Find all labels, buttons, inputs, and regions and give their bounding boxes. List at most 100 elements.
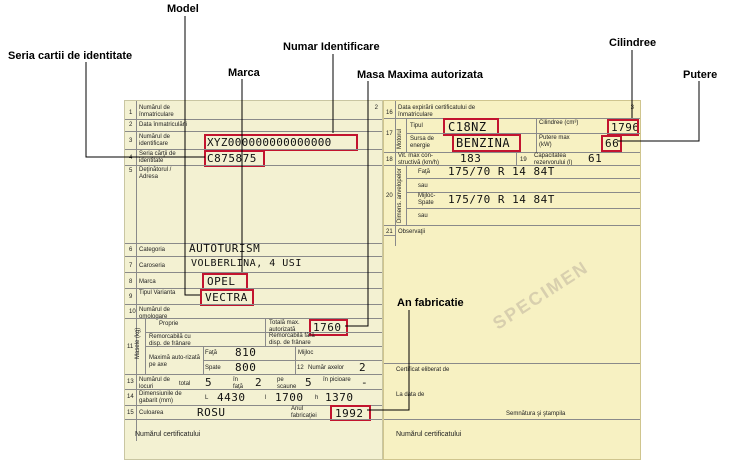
gabarit-label: Dimensiunile de gabarit (mm) (139, 391, 182, 404)
putere-label: Putere max (kW) (539, 135, 570, 148)
putere-highlight (601, 135, 622, 152)
numar-certificat-label: Numărul certificatului (135, 431, 201, 438)
anvelope-fata-label: Faţă (418, 169, 431, 175)
row-number: 21 (386, 229, 393, 235)
capacitate-rezervor-value: 61 (588, 152, 603, 165)
capacitate-rezervor-label: Capacitatea rezervorului (l) (534, 153, 573, 166)
row-number: 20 (386, 193, 393, 199)
an-fabricatie-highlight (330, 405, 371, 421)
putere-value: 66 (605, 137, 620, 150)
field-label-data-inmatricularii: Data înmatriculării (139, 122, 188, 128)
anvelope-group-label: Dimens. anvelopelor (397, 168, 403, 223)
row-number: 8 (129, 279, 133, 285)
cilindree-label: Cilindree (cm³) (539, 120, 579, 126)
culoare-label: Culoarea (139, 410, 164, 416)
row-number: 6 (129, 247, 133, 253)
row-number: 5 (129, 168, 133, 174)
field-label-marca: Marca (139, 279, 156, 285)
gabarit-h-value: 1370 (325, 391, 354, 404)
row-number: 11 (127, 344, 134, 350)
row-number: 4 (129, 155, 133, 161)
nr-axelor-value: 2 (359, 361, 367, 374)
seria-carte-value: C875875 (207, 152, 257, 165)
masele-group-label: Masele (kg) (135, 327, 141, 359)
locuri-label: Numărul de locuri (139, 377, 171, 390)
row-number: 2 (129, 122, 133, 128)
callout-cilindree: Cilindree (609, 37, 657, 49)
field-label-caroseria: Caroseria (139, 263, 166, 269)
row-number: 16 (386, 110, 393, 116)
page-number: 2 (374, 105, 378, 111)
locuri-in-fata-value: 2 (255, 376, 263, 389)
tipul-highlight (200, 289, 254, 306)
masa-totala-value: 1760 (313, 321, 342, 334)
field-label-detinator: Deţinătorul / Adresa (139, 167, 172, 180)
masa-proprie-label: Proprie (159, 321, 179, 327)
gabarit-i-value: 1700 (275, 391, 304, 404)
marca-value: OPEL (207, 275, 236, 288)
semnatura-label: Semnătura şi ştampila (506, 411, 566, 417)
an-fabricatie-value: 1992 (335, 407, 364, 420)
page-number: 3 (630, 105, 634, 111)
registration-card-right-page: 3 16 Data expirării certificatului de în… (383, 100, 641, 460)
sursa-energie-highlight (452, 134, 521, 152)
callout-masa: Masa Maxima autorizata (357, 69, 483, 81)
masa-remorcabila-cu-label: Remorcabilă cu disp. de frânare (149, 334, 191, 347)
anvelope-mijloc-spate-label: Mijloc-Spate (418, 193, 436, 206)
row-number: 3 (129, 138, 133, 144)
callout-marca: Marca (228, 67, 260, 79)
row-number: 7 (129, 263, 133, 269)
masa-spate-label: Spate (205, 365, 221, 371)
anvelope-sau-label: sau (418, 183, 428, 189)
locuri-in-picioare-label: în picioare (323, 377, 351, 383)
motorul-group-label: Motorul (397, 128, 403, 149)
masa-totala-highlight (309, 319, 348, 336)
masa-fata-label: Faţă (205, 350, 218, 356)
field-label-seria-cartii: Seria cărţii de identitate (139, 151, 176, 164)
anvelope-fata-value: 175/70 R 14 84T (448, 165, 555, 178)
la-data-label: La data de (396, 392, 425, 398)
observatii-label: Observaţii (398, 229, 426, 235)
gabarit-l-value: 4430 (217, 391, 246, 404)
culoare-value: ROSU (197, 406, 226, 419)
motor-tipul-value: C18NZ (448, 120, 487, 134)
an-fabricatie-label: Anul fabricaţiei (291, 406, 317, 419)
callout-numar-identificare: Numar Identificare (283, 41, 380, 53)
nr-axelor-label: Număr axelor (308, 365, 345, 371)
anvelope-sau-label-2: sau (418, 213, 428, 219)
registration-card-left-page: 2 1 Numărul de înmatriculare 2 Data înma… (124, 100, 383, 460)
locuri-total-value: 5 (205, 376, 213, 389)
row-number: 19 (520, 157, 527, 163)
field-label-categoria: Categoria (139, 247, 166, 253)
locuri-pe-scaune-label: pe scaune (277, 377, 297, 390)
locuri-in-fata-label: în faţă (233, 377, 244, 390)
viteza-max-value: 183 (460, 152, 482, 165)
masa-spate-value: 800 (235, 361, 257, 374)
viteza-max-label: Vit. max con-structivă (km/h) (398, 153, 440, 166)
gabarit-i-label: l (265, 395, 267, 401)
gabarit-l-label: L (205, 395, 209, 401)
callout-model: Model (167, 3, 199, 15)
callout-putere: Putere (683, 69, 718, 81)
row-number: 10 (129, 309, 136, 315)
row-number: 14 (127, 394, 134, 400)
field-label-omologare: Numărul de omologare (139, 307, 171, 320)
field-label-nr-identificare: Numărul de identificare (139, 134, 171, 147)
row-number: 9 (129, 294, 133, 300)
row-number: 13 (127, 379, 134, 385)
sursa-energie-value: BENZINA (456, 136, 511, 150)
categoria-value: AUTOTURISM (189, 242, 261, 255)
callout-an-fabricatie: An fabricatie (397, 297, 464, 309)
masa-totala-label: Totală max. autorizată (269, 320, 300, 333)
specimen-watermark: SPECIMEN (489, 256, 593, 334)
callout-seria: Seria cartii de identitate (8, 50, 133, 62)
masa-remorcabila-fara-label: Remorcabilă fără disp. de frânare (269, 333, 315, 346)
tipul-value: VECTRA (205, 291, 248, 304)
locuri-pe-scaune-value: 5 (305, 376, 313, 389)
field-label-data-expirarii: Data expirării certificatului de înmatri… (398, 105, 476, 118)
locuri-total-label: total (179, 381, 191, 387)
masa-mijloc-label: Mijloc (298, 350, 314, 356)
locuri-in-picioare-value: - (361, 376, 369, 389)
masa-maxima-axe-label: Maximă auto-rizată pe axe (149, 355, 201, 368)
caroseria-value: VOLBERLINA, 4 USI (191, 258, 302, 269)
